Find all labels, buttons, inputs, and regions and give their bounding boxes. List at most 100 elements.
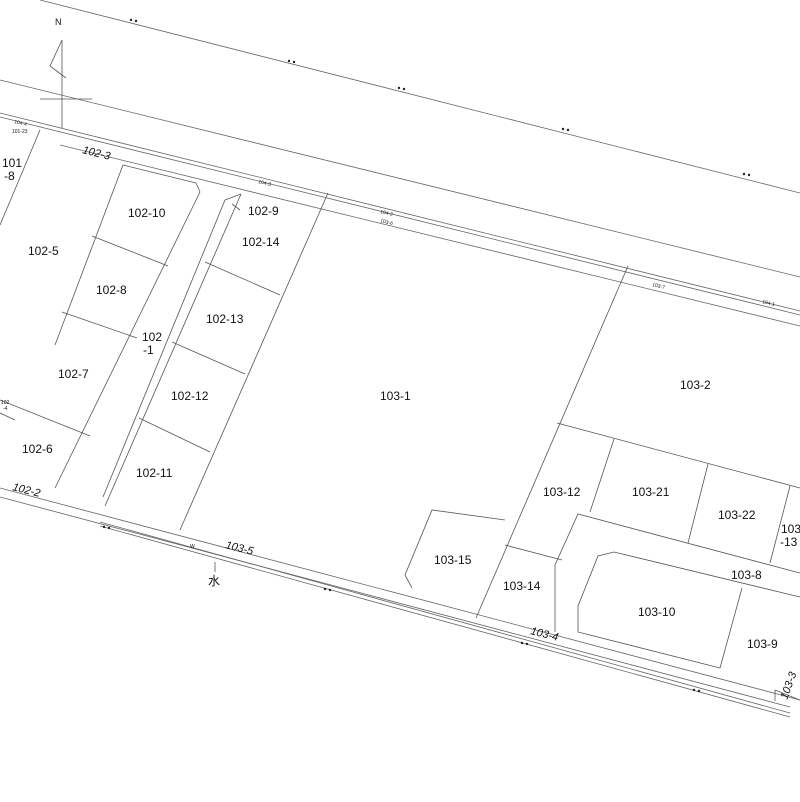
boundary-line <box>195 182 201 193</box>
small-label-101-23: 101-23 <box>12 129 28 135</box>
boundary-line <box>0 129 41 226</box>
boundary-line <box>475 265 629 619</box>
water-label: 水 <box>208 574 220 588</box>
small-label-104-1: 104-1 <box>762 299 776 308</box>
survey-dot <box>402 87 406 91</box>
survey-dot <box>566 128 570 132</box>
parcel-label-103-1: 103-1 <box>380 389 411 403</box>
survey-dot <box>129 18 133 22</box>
parcel-labels: 101 -8 102-5 102-8 102-10 102-7 102-6 10… <box>2 156 800 651</box>
boundary-line <box>102 199 226 498</box>
water-marker: W 水 <box>190 544 220 588</box>
water-symbol: W <box>190 544 195 550</box>
parcel-label-102-5: 102-5 <box>28 244 59 258</box>
parcel-label-102-14: 102-14 <box>242 235 280 249</box>
parcel-label-103-21: 103-21 <box>632 485 670 499</box>
parcel-label-103-22: 103-22 <box>718 508 756 522</box>
boundary-line <box>122 164 197 184</box>
boundary-line <box>554 513 800 632</box>
road-labels: 102-3 102-2 103-5 103-4 103-3 <box>11 144 799 701</box>
survey-dot <box>107 526 111 530</box>
parcel-label-102-11: 102-11 <box>136 466 173 480</box>
parcel-label-102-8: 102-8 <box>96 283 127 297</box>
parcel-label-102-1-suffix: -1 <box>143 343 154 357</box>
road-line-north-1 <box>0 79 800 278</box>
road-line-south-2 <box>0 496 791 708</box>
road-line-north-2 <box>0 112 800 312</box>
survey-dot <box>692 688 696 692</box>
road-label-103-3: 103-3 <box>779 670 800 701</box>
boundary-line <box>0 399 91 437</box>
small-labels: 104-4 101-23 104-3 104-2 103-6 103-7 104… <box>1 119 776 412</box>
parcel-label-102-7: 102-7 <box>58 367 89 381</box>
parcel-label-103-10: 103-10 <box>638 605 676 619</box>
north-arrow: N <box>40 17 92 128</box>
parcel-label-102-10: 102-10 <box>128 206 166 220</box>
boundary-line <box>404 509 506 589</box>
small-label-104-2: 104-2 <box>380 209 394 218</box>
boundary-line <box>577 551 800 669</box>
parcel-label-103-8: 103-8 <box>731 568 762 582</box>
boundary-line <box>224 193 242 201</box>
north-arrow-head <box>49 39 67 79</box>
parcel-label-103-13: 103 <box>781 522 800 536</box>
survey-dot <box>328 588 332 592</box>
boundary-line <box>504 544 563 561</box>
boundary-line <box>589 438 615 513</box>
boundary-line <box>231 203 241 211</box>
survey-dot <box>397 86 401 90</box>
boundary-line <box>687 463 709 544</box>
boundary-line <box>171 341 246 375</box>
boundary-line <box>719 587 743 669</box>
road-line-south-1 <box>0 487 800 701</box>
parcel-label-101-8: 101 <box>2 156 22 170</box>
survey-dot <box>742 172 746 176</box>
survey-dot <box>561 127 565 131</box>
boundary-line <box>54 191 201 489</box>
survey-dot <box>323 587 327 591</box>
boundary-line <box>179 192 329 531</box>
boundary-line <box>54 164 124 346</box>
survey-dot <box>520 641 524 645</box>
road-line-north-3 <box>0 116 800 316</box>
parcel-label-101-8-suffix: -8 <box>4 169 15 183</box>
parcel-label-102-9: 102-9 <box>248 204 279 218</box>
survey-dot <box>134 19 138 23</box>
parcel-label-102-1: 102 <box>142 330 162 344</box>
small-label-103-6: 103-6 <box>380 218 394 227</box>
small-label-104-4: 104-4 <box>14 119 28 128</box>
boundary-line <box>774 689 800 701</box>
boundary-line <box>204 261 281 296</box>
parcel-label-102-6: 102-6 <box>22 442 53 456</box>
boundary-line <box>91 235 169 267</box>
parcel-label-102-12: 102-12 <box>171 389 209 403</box>
road-line-top <box>39 0 800 194</box>
survey-dot <box>287 59 291 63</box>
survey-dot <box>292 60 296 64</box>
parcel-label-103-9: 103-9 <box>747 637 778 651</box>
road-line-south-4 <box>99 525 791 718</box>
boundary-line <box>138 417 211 453</box>
boundary-line <box>0 412 16 421</box>
boundary-line <box>556 422 800 489</box>
road-label-102-3: 102-3 <box>81 144 112 163</box>
small-label-103-7: 103-7 <box>652 282 666 291</box>
parcel-label-102-13: 102-13 <box>206 312 244 326</box>
parcel-label-103-15: 103-15 <box>434 553 472 567</box>
small-label-102-4-suffix: -4 <box>3 406 8 412</box>
parcel-label-103-2: 103-2 <box>680 378 711 392</box>
boundary-line <box>104 193 242 507</box>
small-label-104-3: 104-3 <box>258 179 272 188</box>
road-line-south-3 <box>99 521 791 714</box>
survey-dot <box>747 173 751 177</box>
survey-dot <box>697 689 701 693</box>
small-label-102-4: 102 <box>1 400 10 406</box>
road-label-103-5: 103-5 <box>224 539 255 558</box>
boundary-line <box>61 311 138 339</box>
parcel-label-103-13-suffix: -13 <box>780 535 798 549</box>
survey-dot <box>102 525 106 529</box>
parcel-boundaries <box>0 129 800 701</box>
north-label: N <box>55 17 62 27</box>
road-lines <box>0 0 800 718</box>
parcel-label-103-14: 103-14 <box>503 579 541 593</box>
